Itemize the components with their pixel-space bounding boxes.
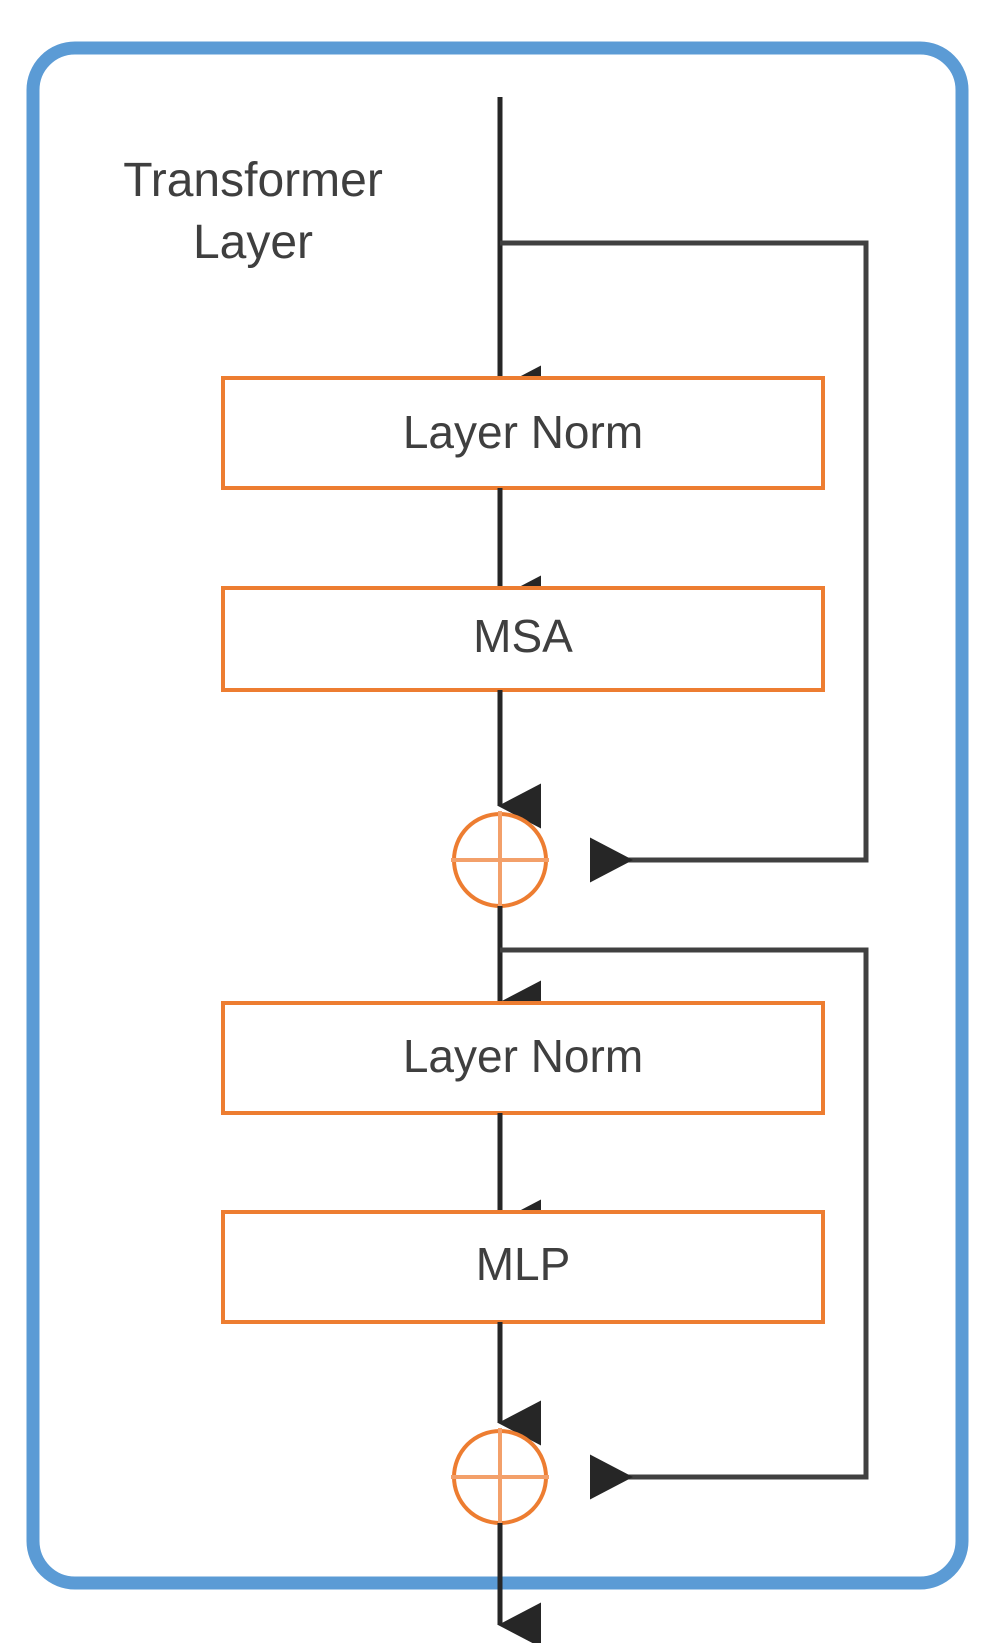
block-layer-norm-2: Layer Norm	[221, 1001, 825, 1115]
block-layer-norm-1-label: Layer Norm	[403, 406, 643, 458]
block-mlp-box	[221, 1210, 825, 1324]
block-mlp-label: MLP	[476, 1238, 571, 1290]
block-layer-norm-1: Layer Norm	[221, 376, 825, 490]
block-msa-box	[221, 586, 825, 692]
residual-add-1	[451, 811, 549, 909]
skip-connection-2	[500, 947, 869, 1500]
block-layer-norm-2-label: Layer Norm	[403, 1030, 643, 1082]
group-title-line-1: Transformer	[123, 154, 383, 207]
block-mlp: MLP	[221, 1210, 825, 1324]
group-title-line-2: Layer	[193, 216, 313, 269]
block-msa-label: MSA	[473, 610, 573, 662]
block-msa: MSA	[221, 586, 825, 692]
residual-add-2	[451, 1428, 549, 1526]
skip-connection-1	[500, 240, 869, 883]
block-layer-norm-1-box	[221, 376, 825, 490]
block-layer-norm-2-box	[221, 1001, 825, 1115]
